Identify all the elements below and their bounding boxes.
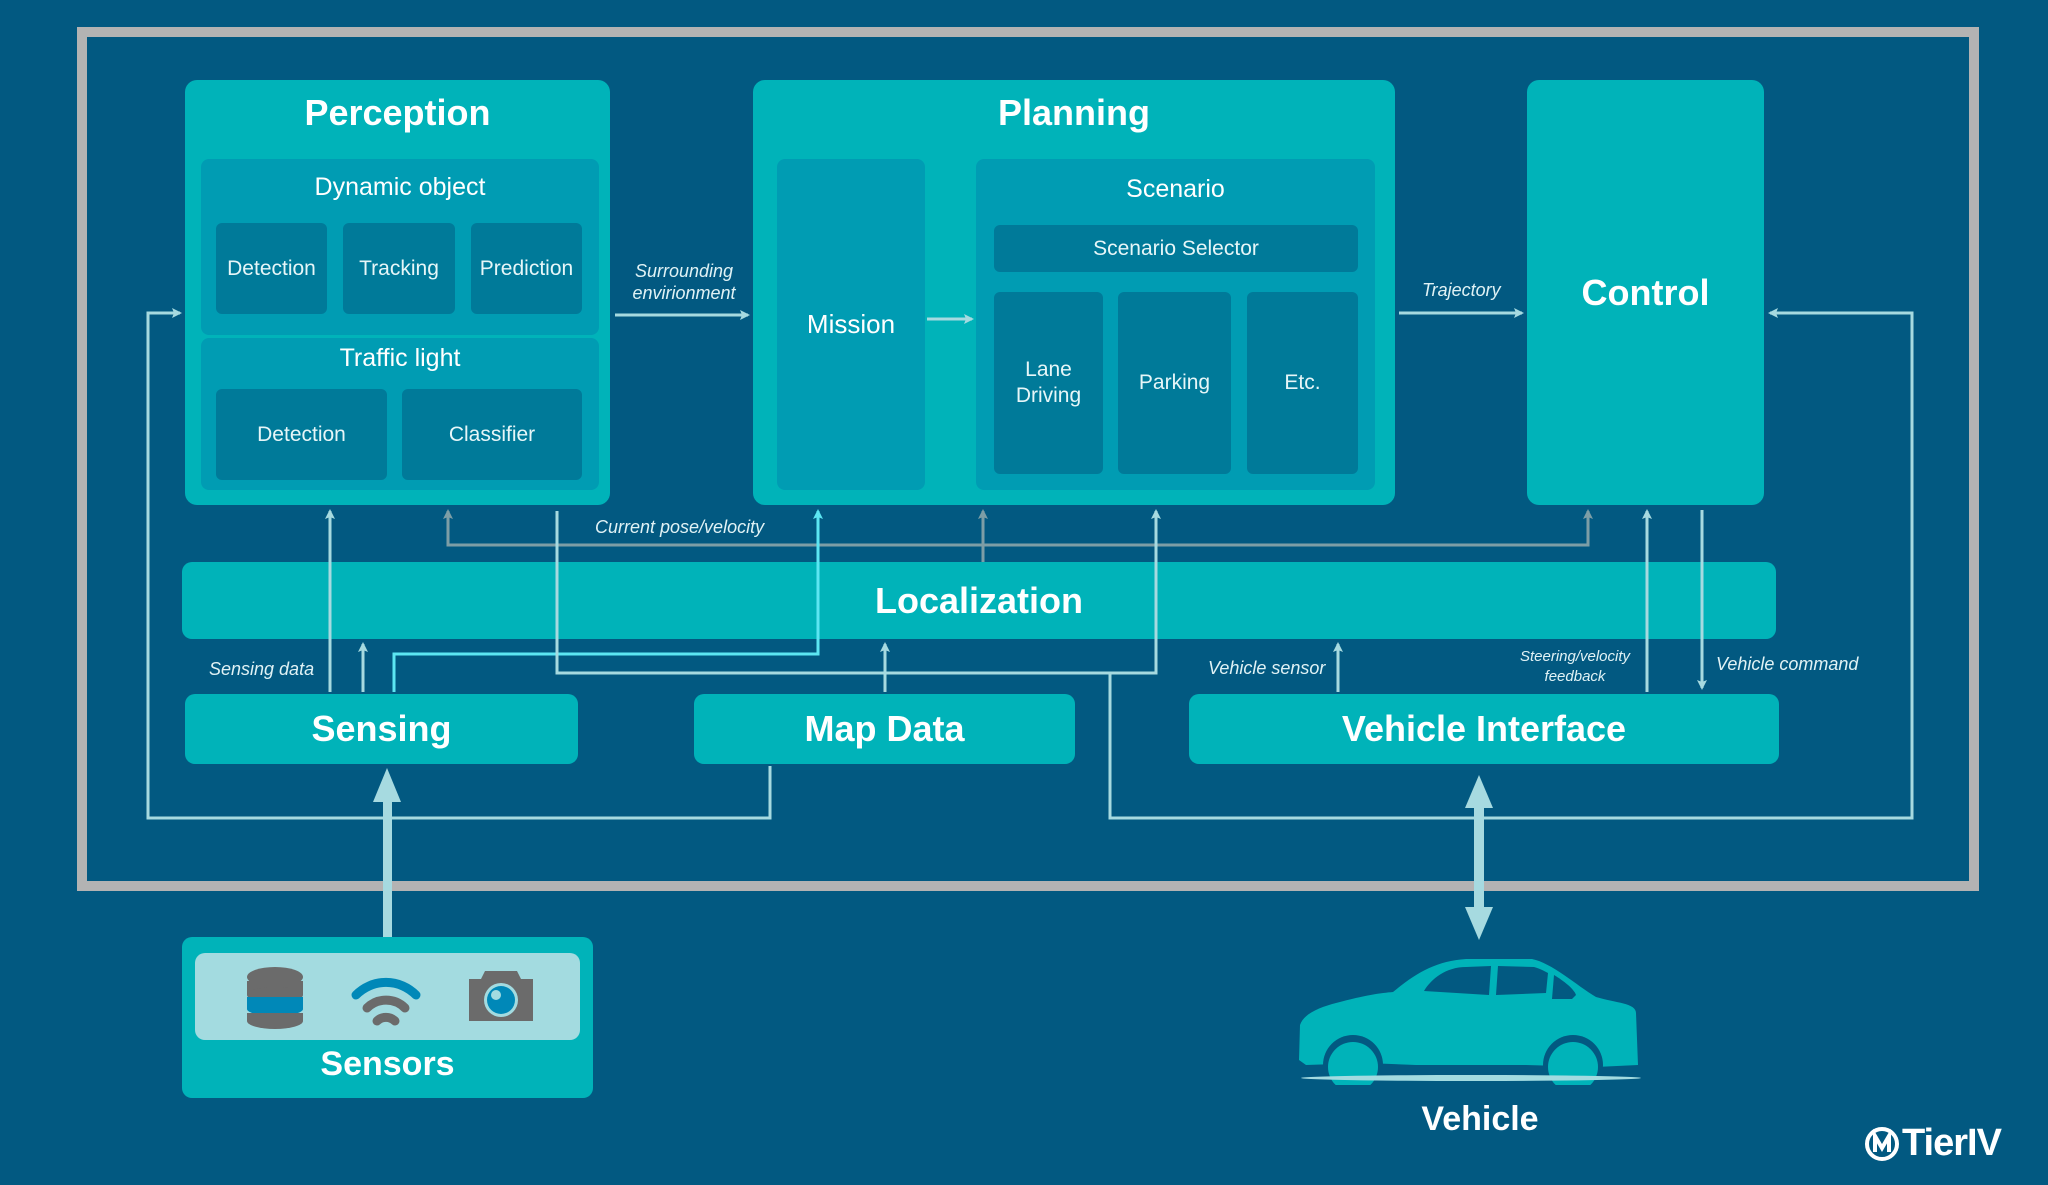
sensing-module[interactable]: Sensing bbox=[185, 694, 578, 764]
tier-iv-logo: TierIV bbox=[1864, 1122, 2002, 1165]
prediction-cell[interactable]: Prediction bbox=[471, 223, 582, 314]
dynamic-detection-cell[interactable]: Detection bbox=[216, 223, 327, 314]
classifier-cell[interactable]: Classifier bbox=[402, 389, 582, 480]
tracking-cell[interactable]: Tracking bbox=[343, 223, 455, 314]
car-icon[interactable] bbox=[1296, 955, 1646, 1085]
sensors-block[interactable]: Sensors bbox=[182, 937, 593, 1098]
scenario-selector-cell[interactable]: Scenario Selector bbox=[994, 225, 1358, 272]
vehicle-link-shaft bbox=[1474, 800, 1484, 915]
trajectory-label: Trajectory bbox=[1422, 280, 1501, 300]
vehicle-link-head-down bbox=[1465, 907, 1493, 940]
tier-iv-logo-icon bbox=[1865, 1126, 1899, 1161]
control-module[interactable]: Control bbox=[1527, 80, 1764, 505]
localization-module[interactable]: Localization bbox=[182, 562, 1776, 639]
system-boundary-frame bbox=[77, 27, 1979, 891]
map-line-planning bbox=[555, 509, 1161, 675]
surrounding-env-label: Surrounding envirionment bbox=[632, 261, 736, 303]
vehicle-link-head-up bbox=[1465, 775, 1493, 808]
planning-title: Planning bbox=[998, 92, 1150, 133]
vehicle-interface-module[interactable]: Vehicle Interface bbox=[1189, 694, 1779, 764]
planning-module[interactable]: Planning Mission Scenario Scenario Selec… bbox=[753, 80, 1395, 505]
sensing-planning-line bbox=[392, 509, 823, 692]
vehicle-sensor-label: Vehicle sensor bbox=[1208, 658, 1326, 678]
sensors-title: Sensors bbox=[320, 1045, 455, 1083]
parking-cell[interactable]: Parking bbox=[1118, 292, 1231, 474]
perception-module[interactable]: Perception Dynamic object Detection Trac… bbox=[185, 80, 610, 505]
perception-title: Perception bbox=[304, 92, 491, 133]
scenario-title: Scenario bbox=[1126, 175, 1225, 203]
camera-icon bbox=[469, 971, 533, 1021]
mission-block[interactable]: Mission bbox=[777, 159, 925, 490]
map-line-perception bbox=[146, 308, 772, 820]
traffic-light-group[interactable]: Traffic light Detection Classifier bbox=[201, 338, 599, 490]
etc-cell[interactable]: Etc. bbox=[1247, 292, 1358, 474]
sensors-sensing-head bbox=[373, 768, 401, 802]
traffic-detection-cell[interactable]: Detection bbox=[216, 389, 387, 480]
vehicle-command-label: Vehicle command bbox=[1716, 654, 1859, 674]
map-data-module[interactable]: Map Data bbox=[694, 694, 1075, 764]
scenario-group[interactable]: Scenario Scenario Selector Lane Driving … bbox=[976, 159, 1375, 490]
sensors-sensing-shaft bbox=[383, 795, 392, 937]
current-pose-label: Current pose/velocity bbox=[595, 517, 765, 537]
map-line-control bbox=[1108, 308, 1914, 820]
traffic-light-title: Traffic light bbox=[339, 344, 461, 372]
steering-feedback-label: Steering/velocity feedback bbox=[1519, 648, 1631, 685]
sensor-icons-panel bbox=[195, 953, 580, 1040]
database-icon bbox=[247, 967, 303, 1029]
lane-driving-cell[interactable]: Lane Driving bbox=[994, 292, 1103, 474]
wireless-icon bbox=[351, 977, 421, 1026]
sensing-data-label: Sensing data bbox=[209, 659, 315, 679]
dynamic-object-group[interactable]: Dynamic object Detection Tracking Predic… bbox=[201, 159, 599, 335]
vehicle-title: Vehicle bbox=[1421, 1100, 1539, 1138]
dynamic-object-title: Dynamic object bbox=[314, 173, 486, 201]
tier-iv-logo-text: TierIV bbox=[1902, 1122, 2002, 1164]
